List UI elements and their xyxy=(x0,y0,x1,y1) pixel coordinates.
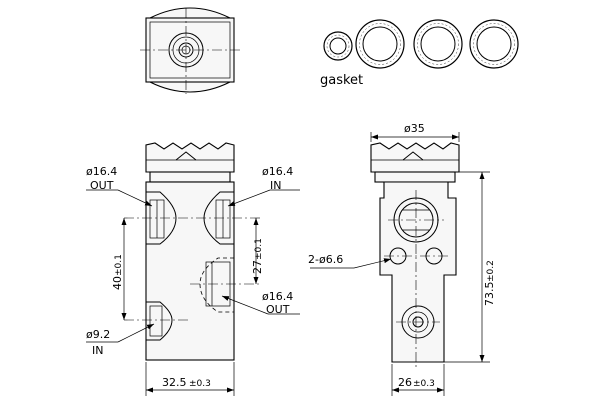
gasket-label: gasket xyxy=(320,73,363,88)
dim-27-value: 27 xyxy=(251,260,264,274)
dim-27-tolerance: ±0.1 xyxy=(254,238,264,260)
dim-26-value: 26 xyxy=(398,376,412,389)
gasket-ring-large-1 xyxy=(355,19,405,69)
top-view xyxy=(140,7,240,94)
out-top-diameter: ø16.4 xyxy=(86,165,117,178)
dim-40-value: 40 xyxy=(111,276,124,290)
dim-32-5-value: 32.5 xyxy=(162,376,187,389)
in-top-diameter: ø16.4 xyxy=(262,165,293,178)
gasket-ring-large-2 xyxy=(413,19,463,69)
in-bottom-diameter: ø9.2 xyxy=(86,328,110,341)
dim-35-label: ø35 xyxy=(404,122,425,135)
dim-73-5-tolerance: ±0.2 xyxy=(486,260,496,282)
dim-73-5-value: 73.5 xyxy=(483,282,496,307)
out-top-label: OUT xyxy=(90,179,114,192)
in-bottom-label: IN xyxy=(92,344,103,357)
gasket-rings xyxy=(323,19,519,69)
dim-40-tolerance: ±0.1 xyxy=(114,254,124,276)
dim-26-tolerance: ±0.3 xyxy=(413,379,435,389)
side-view xyxy=(370,142,460,370)
front-view xyxy=(124,142,262,361)
out-bottom-diameter: ø16.4 xyxy=(262,290,293,303)
holes-label: 2-ø6.6 xyxy=(308,253,343,266)
gasket-ring-small xyxy=(323,31,353,61)
gasket-ring-large-3 xyxy=(469,19,519,69)
side-view-dimensions xyxy=(310,132,490,396)
dim-32-5-tolerance: ±0.3 xyxy=(189,379,211,389)
in-top-label: IN xyxy=(270,179,281,192)
front-view-dimensions xyxy=(86,189,300,396)
out-bottom-label: OUT xyxy=(266,303,290,316)
